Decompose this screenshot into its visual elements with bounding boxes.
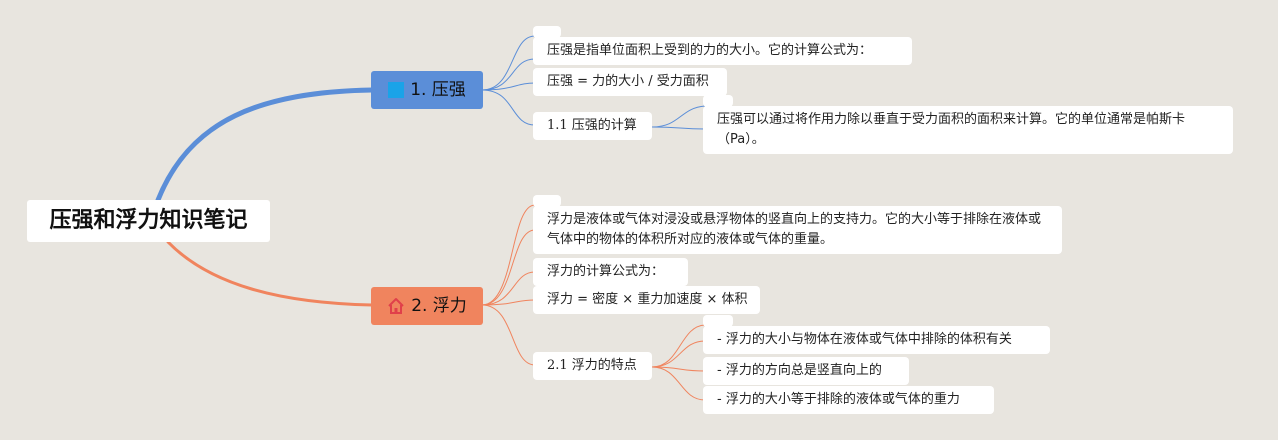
pressure-formula-node[interactable]: 压强 = 力的大小 / 受力面积: [533, 68, 727, 96]
empty-node[interactable]: [703, 315, 733, 327]
empty-node[interactable]: [533, 26, 561, 38]
root-topic[interactable]: 压强和浮力知识笔记: [27, 200, 270, 242]
subtopic-pressure-calc[interactable]: 1.1 压强的计算: [533, 112, 652, 140]
blue-square-icon: [388, 82, 405, 98]
root-to-topic1-link: [155, 87, 375, 203]
topic-buoyancy-label: 2. 浮力: [411, 296, 467, 316]
buoyancy-formula-node[interactable]: 浮力 = 密度 × 重力加速度 × 体积: [533, 286, 760, 314]
empty-node[interactable]: [703, 95, 733, 107]
pressure-calc-detail-node[interactable]: 压强可以通过将作用力除以垂直于受力面积的面积来计算。它的单位通常是帕斯卡（Pa）…: [703, 106, 1233, 154]
home-icon: [388, 298, 404, 314]
topic-buoyancy[interactable]: 2. 浮力: [371, 287, 483, 325]
buoyancy-feature-node[interactable]: - 浮力的大小与物体在液体或气体中排除的体积有关: [703, 326, 1050, 354]
topic-pressure[interactable]: 1. 压强: [371, 71, 483, 109]
buoyancy-feature-node[interactable]: - 浮力的大小等于排除的液体或气体的重力: [703, 386, 994, 414]
empty-node[interactable]: [533, 195, 561, 207]
subtopic-buoyancy-features[interactable]: 2.1 浮力的特点: [533, 352, 652, 380]
buoyancy-feature-node[interactable]: - 浮力的方向总是竖直向上的: [703, 357, 909, 385]
root-to-topic2-link: [166, 240, 374, 307]
topic-pressure-label: 1. 压强: [410, 80, 466, 100]
pressure-definition-node[interactable]: 压强是指单位面积上受到的力的大小。它的计算公式为：: [533, 37, 912, 65]
buoyancy-formula-title-node[interactable]: 浮力的计算公式为：: [533, 258, 688, 286]
buoyancy-definition-node[interactable]: 浮力是液体或气体对浸没或悬浮物体的竖直向上的支持力。它的大小等于排除在液体或气体…: [533, 206, 1062, 254]
